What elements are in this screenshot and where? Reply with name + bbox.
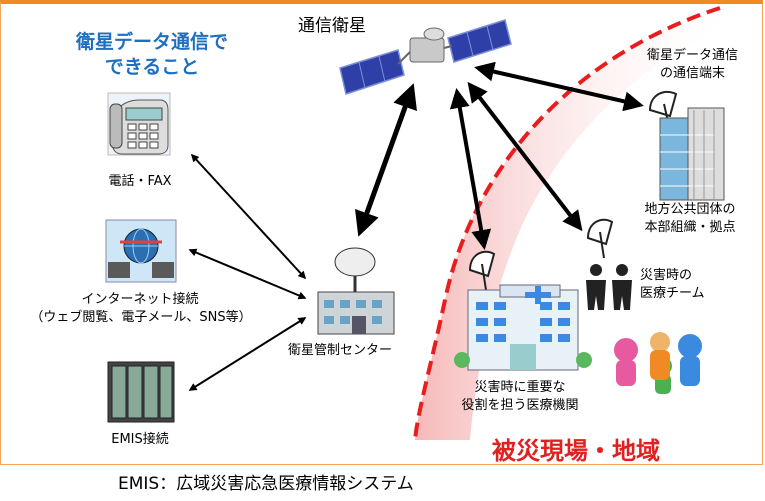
hq-label-line-2: 本部組織・拠点 xyxy=(644,220,736,235)
medical-team-icon xyxy=(586,264,632,310)
link-control-phone xyxy=(190,153,307,280)
hospital-label-line-2: 役割を担う医療機関 xyxy=(461,398,579,413)
link-control-emis xyxy=(188,317,307,391)
team-label-line-1: 災害時の xyxy=(640,268,693,283)
control-center-icon xyxy=(317,247,395,335)
evacuees-icon xyxy=(614,332,702,394)
link-control-internet xyxy=(188,248,307,300)
link-sat-control xyxy=(355,83,417,237)
hospital-icon xyxy=(454,284,592,371)
team-label-line-2: 医療チーム xyxy=(640,286,705,301)
footnote: EMIS：広域災害応急医療情報システム xyxy=(118,474,414,494)
link-sat-terminal xyxy=(474,61,644,112)
control-center-label: 衛星管制センター xyxy=(288,343,393,358)
heading-line-2: できること xyxy=(104,56,200,78)
satellite-dish-hospital-icon xyxy=(468,250,496,291)
disaster-area-label: 被災現場・地域 xyxy=(492,437,660,465)
internet-icon xyxy=(105,219,177,283)
internet-label-line-1: インターネット接続 xyxy=(81,292,199,307)
diagram-frame xyxy=(0,0,763,465)
server-rack-icon xyxy=(107,361,175,423)
satellite-icon xyxy=(339,19,512,95)
heading-line-1: 衛星データ通信で xyxy=(75,31,228,53)
phone-label: 電話・FAX xyxy=(108,174,172,189)
terminal-label-line-1: 衛星データ通信 xyxy=(646,48,738,63)
emis-label: EMIS接続 xyxy=(111,432,169,447)
satellite-label: 通信衛星 xyxy=(298,16,366,36)
hospital-label-line-1: 災害時に重要な xyxy=(474,380,566,395)
hq-label-line-1: 地方公共団体の xyxy=(644,202,736,217)
internet-label-line-2: （ウェブ閲覧、電子メール、SNS等） xyxy=(30,310,252,325)
government-building-icon xyxy=(659,107,725,201)
satellite-dish-team-icon xyxy=(586,218,614,259)
terminal-label-line-2: の通信端末 xyxy=(659,66,725,81)
telephone-icon xyxy=(107,92,171,156)
